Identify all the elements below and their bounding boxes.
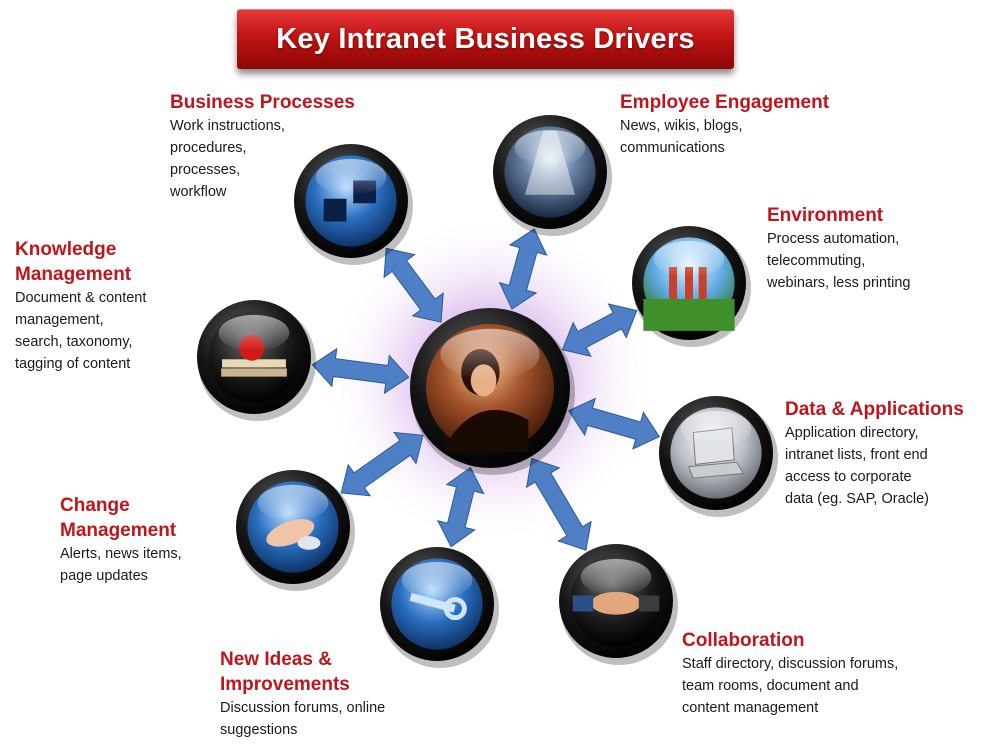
driver-description: Discussion forums, online suggestions bbox=[220, 700, 386, 738]
double-arrow-knowledge-management bbox=[311, 347, 410, 395]
driver-description: News, wikis, blogs, communications bbox=[620, 118, 743, 156]
driver-data-applications: Data & Applications Application director… bbox=[785, 397, 1000, 510]
driver-heading: New Ideas & Improvements bbox=[220, 649, 350, 695]
person-phone-icon bbox=[410, 308, 575, 475]
driver-employee-engagement: Employee Engagement News, wikis, blogs, … bbox=[620, 90, 920, 159]
driver-business-processes: Business Processes Work instructions, pr… bbox=[170, 90, 400, 203]
double-arrow-collaboration bbox=[525, 457, 592, 551]
driver-heading: Change Management bbox=[60, 495, 177, 541]
books-apple-icon bbox=[197, 300, 316, 421]
driver-description: Work instructions, procedures, processes… bbox=[170, 118, 285, 200]
puzzle-icon bbox=[294, 144, 413, 265]
driver-change-management: Change Management Alerts, news items, pa… bbox=[60, 493, 250, 587]
handshake-icon bbox=[559, 544, 678, 665]
spotlight-icon bbox=[493, 115, 612, 236]
driver-description: Staff directory, discussion forums, team… bbox=[682, 656, 899, 716]
driver-new-ideas: New Ideas & Improvements Discussion foru… bbox=[220, 647, 460, 741]
title-banner: Key Intranet Business Drivers bbox=[237, 9, 734, 69]
driver-heading: Environment bbox=[767, 205, 884, 226]
double-arrow-new-ideas bbox=[436, 466, 485, 548]
key-icon bbox=[380, 547, 499, 668]
driver-knowledge-management: Knowledge Management Document & content … bbox=[15, 237, 215, 375]
double-arrow-business-processes bbox=[383, 247, 444, 323]
driver-heading: Knowledge Management bbox=[15, 239, 132, 285]
driver-description: Application directory, intranet lists, f… bbox=[785, 425, 930, 507]
driver-environment: Environment Process automation, telecomm… bbox=[767, 203, 992, 294]
mouse-icon bbox=[236, 470, 355, 591]
driver-collaboration: Collaboration Staff directory, discussio… bbox=[682, 628, 997, 719]
driver-heading: Business Processes bbox=[170, 92, 355, 113]
page-title: Key Intranet Business Drivers bbox=[276, 22, 695, 55]
double-arrow-data-applications bbox=[568, 397, 661, 450]
double-arrow-change-management bbox=[340, 431, 424, 497]
family-icon bbox=[632, 226, 751, 347]
driver-heading: Collaboration bbox=[682, 630, 805, 651]
double-arrow-employee-engagement bbox=[498, 228, 548, 310]
driver-description: Alerts, news items, page updates bbox=[60, 546, 182, 584]
driver-heading: Data & Applications bbox=[785, 399, 964, 420]
driver-description: Process automation, telecommuting, webin… bbox=[767, 231, 911, 291]
laptop-icon bbox=[659, 396, 778, 517]
driver-description: Document & content management, search, t… bbox=[15, 290, 147, 372]
driver-heading: Employee Engagement bbox=[620, 92, 830, 113]
double-arrow-environment bbox=[561, 303, 638, 358]
